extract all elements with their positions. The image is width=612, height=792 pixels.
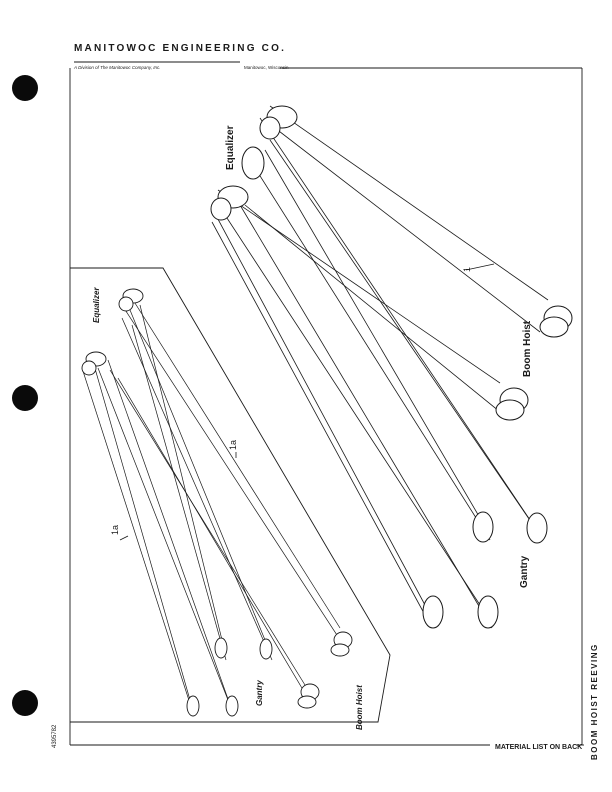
- sheave: [539, 316, 569, 338]
- division-text: A Division of The Manitowoc Company, Inc…: [74, 65, 161, 70]
- sheave: [186, 695, 200, 717]
- callout-1-leader: [465, 263, 495, 271]
- sheave: [210, 197, 232, 221]
- boom-hoist-label-right: Boom Hoist: [522, 320, 533, 377]
- sheave: [330, 643, 350, 657]
- sheave: [297, 695, 317, 709]
- callout-1a-leader-lower: [119, 535, 129, 541]
- sheave: [118, 296, 134, 312]
- city-text: Manitowoc, Wisconsin: [244, 65, 289, 70]
- material-list-note: MATERIAL LIST ON BACK: [495, 744, 583, 751]
- sheave: [495, 399, 525, 421]
- punch-hole-middle: [12, 385, 38, 411]
- company-name: MANITOWOC ENGINEERING CO.: [74, 43, 287, 54]
- left-ropes: [81, 291, 349, 717]
- callout-1a-label-lower: 1a: [110, 525, 120, 535]
- sheave: [422, 595, 444, 629]
- punch-hole-top: [12, 75, 38, 101]
- sheave: [81, 360, 97, 376]
- right-ropes: [211, 105, 549, 629]
- gantry-label-left: Gantry: [255, 680, 264, 706]
- boom-hoist-label-left: Boom Hoist: [355, 685, 364, 730]
- equalizer-label-left: Equalizer: [92, 287, 101, 323]
- sheave: [259, 116, 281, 140]
- callout-1a-label-upper: 1a: [228, 440, 238, 450]
- equalizer-label-right: Equalizer: [225, 125, 236, 170]
- inset-outline: [70, 267, 391, 723]
- sheave: [472, 511, 494, 543]
- callout-1-label: 1: [462, 267, 472, 272]
- sheave: [241, 146, 265, 180]
- sheave: [526, 512, 548, 544]
- sheave: [225, 695, 239, 717]
- gantry-label-right: Gantry: [519, 555, 530, 588]
- sheave: [477, 595, 499, 629]
- sheave: [259, 638, 273, 660]
- left-sheaves: [81, 288, 353, 717]
- right-sheaves: [210, 105, 573, 629]
- punch-hole-bottom: [12, 690, 38, 716]
- sheave: [214, 637, 228, 659]
